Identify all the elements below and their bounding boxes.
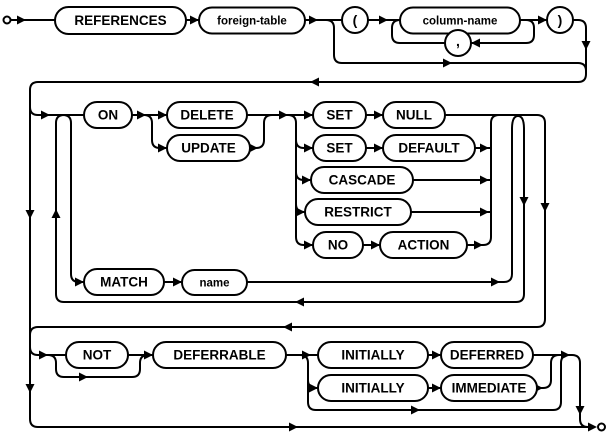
svg-text:NOT: NOT xyxy=(83,348,112,363)
svg-text:foreign-table: foreign-table xyxy=(217,16,287,28)
node-delete: DELETE xyxy=(166,101,248,129)
end-terminal-icon xyxy=(597,422,606,432)
node-set-1: SET xyxy=(312,101,367,129)
svg-text:NULL: NULL xyxy=(396,108,432,123)
node-restrict: RESTRICT xyxy=(304,198,412,226)
svg-text:UPDATE: UPDATE xyxy=(181,141,236,156)
svg-text:,: , xyxy=(456,33,460,49)
node-no: NO xyxy=(312,231,364,259)
node-references: REFERENCES xyxy=(54,6,187,35)
svg-text:DEFAULT: DEFAULT xyxy=(398,141,460,156)
svg-text:SET: SET xyxy=(326,108,353,123)
node-deferred: DEFERRED xyxy=(440,341,534,369)
svg-text:CASCADE: CASCADE xyxy=(329,173,396,188)
svg-text:): ) xyxy=(558,12,563,28)
node-initially-2: INITIALLY xyxy=(317,374,429,402)
node-null: NULL xyxy=(382,101,446,129)
svg-text:REFERENCES: REFERENCES xyxy=(74,13,166,28)
node-default: DEFAULT xyxy=(382,134,476,162)
terminal-open-paren: ( xyxy=(341,6,369,34)
svg-text:DEFERRABLE: DEFERRABLE xyxy=(173,348,265,363)
svg-text:INITIALLY: INITIALLY xyxy=(341,381,404,396)
node-deferrable: DEFERRABLE xyxy=(152,341,287,369)
arrowheads xyxy=(17,15,597,432)
terminal-comma: , xyxy=(444,29,472,57)
svg-text:column-name: column-name xyxy=(423,16,498,28)
node-not: NOT xyxy=(65,341,129,369)
svg-text:name: name xyxy=(199,278,229,290)
svg-text:MATCH: MATCH xyxy=(100,275,148,290)
svg-text:IMMEDIATE: IMMEDIATE xyxy=(452,381,527,396)
node-foreign-table: foreign-table xyxy=(198,6,306,35)
node-name: name xyxy=(181,269,248,296)
start-terminal-icon xyxy=(2,15,12,25)
node-immediate: IMMEDIATE xyxy=(440,374,538,402)
node-action: ACTION xyxy=(379,231,468,259)
terminal-close-paren: ) xyxy=(546,6,574,34)
svg-text:(: ( xyxy=(353,12,358,28)
svg-text:DELETE: DELETE xyxy=(180,108,233,123)
svg-text:SET: SET xyxy=(326,141,353,156)
svg-text:NO: NO xyxy=(328,238,348,253)
svg-text:DEFERRED: DEFERRED xyxy=(450,348,525,363)
node-on: ON xyxy=(83,101,133,129)
node-cascade: CASCADE xyxy=(310,166,414,194)
connector-lines xyxy=(10,19,594,428)
node-initially-1: INITIALLY xyxy=(317,341,429,369)
svg-text:ACTION: ACTION xyxy=(398,238,450,253)
svg-text:RESTRICT: RESTRICT xyxy=(324,205,392,220)
node-update: UPDATE xyxy=(166,134,251,162)
node-set-2: SET xyxy=(312,134,367,162)
node-match: MATCH xyxy=(83,268,165,296)
svg-text:INITIALLY: INITIALLY xyxy=(341,348,404,363)
svg-text:ON: ON xyxy=(98,108,118,123)
